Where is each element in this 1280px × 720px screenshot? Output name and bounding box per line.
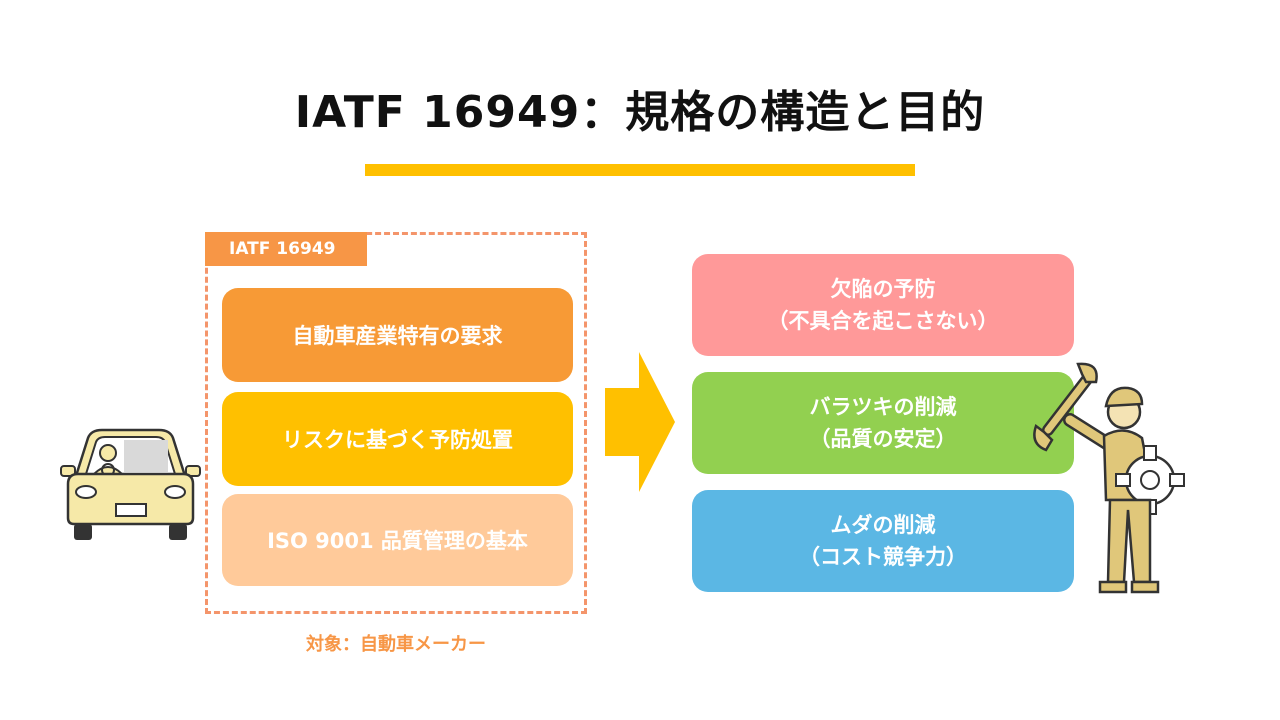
framework-frame [205,232,587,614]
title-underline [365,164,915,176]
goal-defect-prevention: 欠陥の予防 （不具合を起こさない） [692,254,1074,356]
goal-waste-reduction-subtitle: （コスト競争力） [799,545,967,569]
goal-defect-prevention-subtitle: （不具合を起こさない） [767,309,999,333]
layer-iso9001-basics: ISO 9001 品質管理の基本 [222,494,573,586]
layer-automotive-requirements: 自動車産業特有の要求 [222,288,573,382]
goal-defect-prevention-title: 欠陥の予防 [830,277,936,301]
goal-variation-reduction: バラツキの削減 （品質の安定） [692,372,1074,474]
goal-waste-reduction: ムダの削減 （コスト競争力） [692,490,1074,592]
mechanic-wrench-gear-icon [1033,362,1185,594]
goal-variation-reduction-title: バラツキの削減 [809,395,957,419]
right-arrow-icon [605,352,675,492]
layer-iso9001-basics-text: ISO 9001 品質管理の基本 [267,529,528,553]
page-title: IATF 16949：規格の構造と目的 [294,87,986,138]
goal-variation-reduction-subtitle: （品質の安定） [809,427,957,451]
goal-waste-reduction-title: ムダの削減 [830,513,936,537]
layer-risk-based-prevention: リスクに基づく予防処置 [222,392,573,486]
target-label: 対象：自動車メーカー [306,634,486,655]
layer-risk-based-prevention-text: リスクに基づく予防処置 [282,428,513,452]
car-driver-icon [60,428,201,540]
layer-automotive-requirements-text: 自動車産業特有の要求 [292,324,503,348]
framework-label: IATF 16949 [205,232,367,266]
